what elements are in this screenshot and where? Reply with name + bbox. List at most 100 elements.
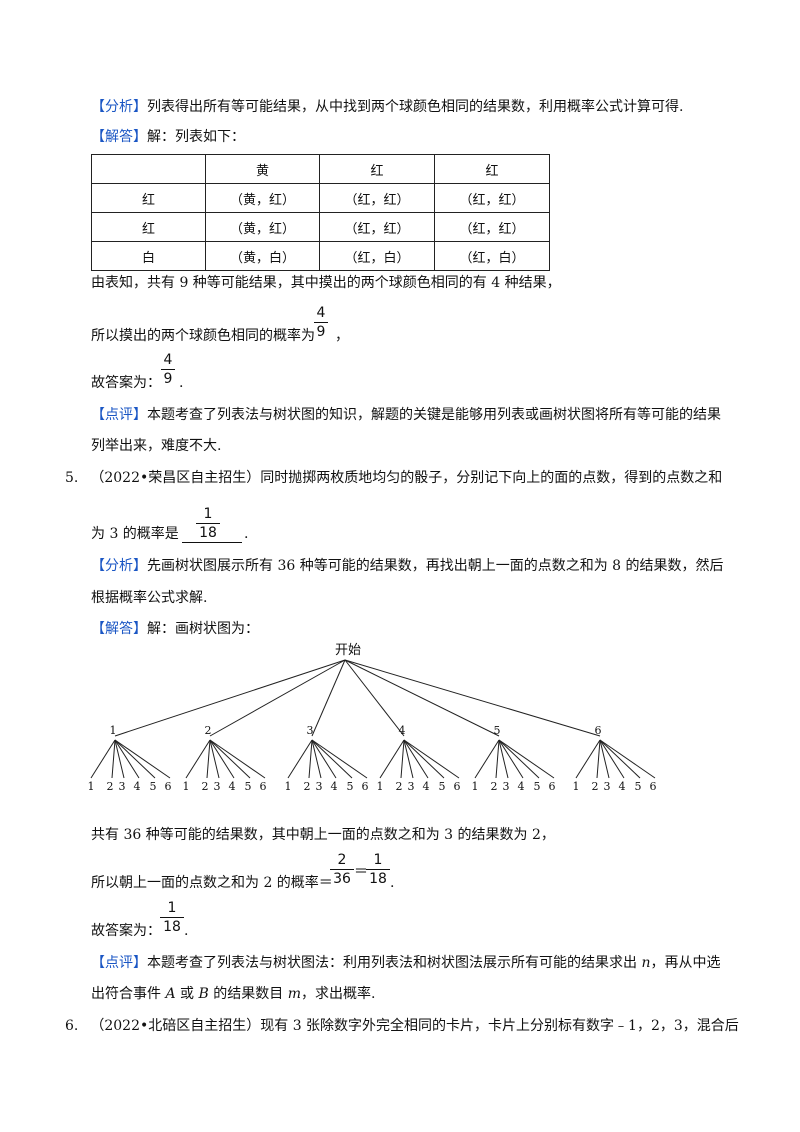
fraction-4-9: 4 9 xyxy=(314,305,328,340)
tree-leaf-label: 2 xyxy=(304,780,311,793)
fraction-numerator: 1 xyxy=(373,852,383,868)
tree-leaf-label: 1 xyxy=(183,780,190,793)
tree-branch xyxy=(498,739,555,779)
fraction-4-9-answer: 4 9 xyxy=(161,352,175,387)
table-cell: 白 xyxy=(91,241,206,271)
tree-branch xyxy=(344,659,601,737)
table-cell: （红，白） xyxy=(319,241,435,271)
line2-suffix: . xyxy=(390,875,395,891)
tree-branch xyxy=(403,739,414,779)
comment-tag: 【点评】 xyxy=(91,955,147,971)
tree-branch xyxy=(90,739,116,779)
tree-branch xyxy=(344,659,500,737)
question-stem: （2022•北碚区自主招生）现有 3 张除数字外完全相同的卡片，卡片上分别标有数… xyxy=(90,1018,739,1034)
tree-leaf-label: 4 xyxy=(619,780,626,793)
tree-branch xyxy=(596,739,601,779)
fraction-denominator: 9 xyxy=(316,324,326,340)
line2-prefix: 所以朝上一面的点数之和为 2 的概率＝ xyxy=(91,875,333,891)
table-row: 红 （黄，红） （红，红） （红，红） xyxy=(91,183,550,213)
p4-line2: 所以摸出的两个球颜色相同的概率为， xyxy=(91,326,349,346)
tree-branch xyxy=(111,739,116,779)
question-number: 6. xyxy=(65,1018,79,1034)
q5-analysis-cont: 根据概率公式求解. xyxy=(91,590,208,606)
tree-leaf-label: 6 xyxy=(549,780,556,793)
tree-branch xyxy=(311,739,353,779)
table-cell: （红，红） xyxy=(319,183,435,213)
tree-branch xyxy=(379,739,405,779)
tree-branch xyxy=(311,739,368,779)
tree-leaf-label: 3 xyxy=(119,780,126,793)
outcome-table: 黄 红 红 红 （黄，红） （红，红） （红，红） 红 （黄，红） （红，红） … xyxy=(91,154,550,271)
tree-leaf-label: 3 xyxy=(214,780,221,793)
tree-branch xyxy=(599,739,641,779)
analysis-tag: 【分析】 xyxy=(91,99,147,115)
tree-branch xyxy=(209,739,235,779)
table-row: 红 （黄，红） （红，红） （红，红） xyxy=(91,212,550,242)
variable-A: A xyxy=(165,986,176,1002)
fraction-denominator: 36 xyxy=(333,871,351,887)
tree-branch xyxy=(498,739,509,779)
tree-branch xyxy=(114,659,346,737)
tree-branch xyxy=(403,739,460,779)
tree-branch xyxy=(403,739,429,779)
q5-line1: 共有 36 种等可能的结果数，其中朝上一面的点数之和为 3 的结果数为 2， xyxy=(91,827,555,843)
q5-stem-cont: 为 3 的概率是 xyxy=(91,524,179,544)
tree-leaf-label: 3 xyxy=(503,780,510,793)
fraction-bar xyxy=(161,369,175,370)
fraction-bar xyxy=(196,523,220,524)
fraction-denominator: 18 xyxy=(369,871,387,887)
tree-leaf-label: 2 xyxy=(202,780,209,793)
comment-text: 本题考查了列表法与树状图法：利用列表法和树状图法展示所有可能的结果求出 xyxy=(147,955,642,971)
tree-branch xyxy=(495,739,500,779)
table-cell: （黄，红） xyxy=(205,212,320,242)
fraction-bar xyxy=(160,917,184,918)
variable-B: B xyxy=(198,986,209,1002)
tree-leaf-label: 6 xyxy=(650,780,657,793)
tree-leaf-label: 1 xyxy=(88,780,95,793)
table-cell: 黄 xyxy=(205,154,320,184)
comment-text: ，求出概率. xyxy=(300,986,376,1002)
tree-leaf-label: 3 xyxy=(408,780,415,793)
line2-prefix: 所以摸出的两个球颜色相同的概率为 xyxy=(91,328,315,344)
tree-leaf-label: 2 xyxy=(396,780,403,793)
table-cell xyxy=(91,154,206,184)
tree-branch xyxy=(308,739,313,779)
tree-branch xyxy=(599,739,610,779)
fraction-bar xyxy=(366,869,390,870)
fraction-numerator: 2 xyxy=(337,852,347,868)
comment-text: 或 xyxy=(175,986,199,1002)
tree-level1-label: 5 xyxy=(494,724,501,737)
fraction-bar xyxy=(314,322,328,323)
tree-leaf-label: 6 xyxy=(362,780,369,793)
fraction-bar xyxy=(330,869,354,870)
table-cell: 红 xyxy=(91,212,206,242)
tree-level1-label: 1 xyxy=(110,724,117,737)
tree-leaf-label: 5 xyxy=(347,780,354,793)
tree-leaf-label: 4 xyxy=(423,780,430,793)
fraction-2-36: 2 36 xyxy=(330,852,354,887)
fraction-numerator: 4 xyxy=(163,352,173,368)
fraction-denominator: 9 xyxy=(163,371,173,387)
tree-leaf-label: 3 xyxy=(316,780,323,793)
fraction-denominator: 18 xyxy=(199,525,217,541)
analysis-text: 列表得出所有等可能结果，从中找到两个球颜色相同的结果数，利用概率公式计算可得. xyxy=(147,99,684,115)
answer-tag: 【解答】 xyxy=(91,621,147,637)
line3-suffix: . xyxy=(184,923,189,939)
tree-leaf-label: 4 xyxy=(229,780,236,793)
tree-leaf-label: 1 xyxy=(472,780,479,793)
answer-text: 解：画树状图为： xyxy=(147,621,259,637)
tree-leaf-label: 2 xyxy=(491,780,498,793)
line3-prefix: 故答案为： xyxy=(91,375,161,391)
tree-branch xyxy=(287,739,313,779)
comment-text: 的结果数目 xyxy=(208,986,288,1002)
table-header-row: 黄 红 红 xyxy=(91,154,550,184)
tree-leaf-label: 5 xyxy=(534,780,541,793)
variable-m: m xyxy=(287,986,301,1002)
table-cell: （黄，白） xyxy=(205,241,320,271)
variable-n: n xyxy=(641,955,651,971)
tree-level1-label: 4 xyxy=(399,724,406,737)
table-cell: 红 xyxy=(434,154,550,184)
tree-branch xyxy=(209,659,346,737)
tree-leaf-label: 2 xyxy=(592,780,599,793)
tree-leaf-label: 1 xyxy=(377,780,384,793)
